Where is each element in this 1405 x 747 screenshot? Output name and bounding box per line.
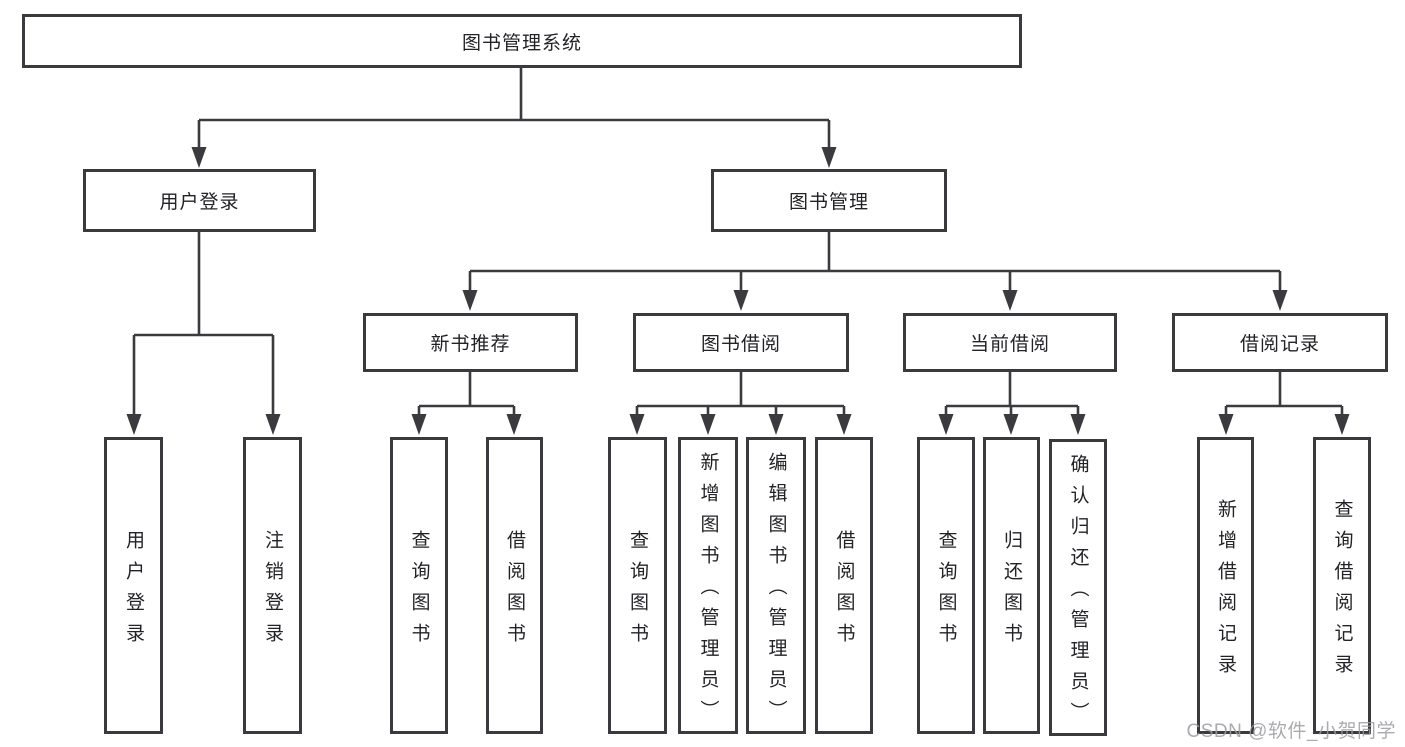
node-label: 图书管理系统 [461, 32, 582, 54]
node-label: 借阅记录 [1239, 334, 1320, 355]
node-label: 新增图书（管理员） [697, 452, 719, 731]
leaf-query-books-borrow: 查询图书 [608, 437, 667, 734]
arrowheads [126, 147, 1350, 435]
node-label: 确认归还（管理员） [1067, 454, 1089, 733]
node-current-borrow: 当前借阅 [903, 313, 1117, 372]
node-label: 图书借阅 [700, 334, 781, 355]
leaf-query-books-recommend: 查询图书 [390, 437, 448, 734]
node-label: 当前借阅 [969, 334, 1050, 355]
node-label: 注销登录 [262, 529, 283, 654]
node-label: 查询图书 [408, 529, 430, 654]
leaf-confirm-return-admin: 确认归还（管理员） [1049, 439, 1107, 736]
node-label: 查询图书 [627, 529, 648, 654]
leaf-query-borrow-record: 查询借阅记录 [1313, 437, 1371, 734]
node-label: 用户登录 [159, 192, 240, 213]
leaf-user-login: 用户登录 [104, 437, 163, 734]
leaf-add-books-admin: 新增图书（管理员） [678, 437, 738, 734]
node-label: 借阅图书 [833, 529, 855, 654]
node-user-login: 用户登录 [83, 169, 316, 232]
node-system-root: 图书管理系统 [22, 14, 1022, 68]
leaf-edit-books-admin: 编辑图书（管理员） [746, 437, 806, 734]
node-label: 借阅图书 [504, 529, 525, 654]
leaf-query-books-current: 查询图书 [917, 437, 975, 734]
node-label: 图书管理 [788, 192, 869, 213]
node-borrow-records: 借阅记录 [1172, 313, 1388, 372]
watermark: CSDN @软件_小贺同学 [1186, 721, 1396, 742]
leaf-add-borrow-record: 新增借阅记录 [1197, 437, 1254, 734]
node-book-borrow: 图书借阅 [633, 313, 849, 372]
node-label: 归还图书 [1001, 529, 1022, 654]
node-label: 新书推荐 [430, 334, 511, 355]
leaf-borrow-books: 借阅图书 [815, 437, 873, 734]
node-label: 查询借阅记录 [1331, 498, 1353, 685]
node-label: 编辑图书（管理员） [765, 452, 787, 731]
leaf-return-books: 归还图书 [983, 437, 1040, 734]
node-book-management: 图书管理 [711, 169, 947, 232]
node-new-book-recommend: 新书推荐 [363, 313, 578, 372]
leaf-borrow-books-recommend: 借阅图书 [486, 437, 543, 734]
node-label: 查询图书 [935, 529, 957, 654]
leaf-logout: 注销登录 [243, 437, 302, 734]
node-label: 新增借阅记录 [1215, 498, 1236, 685]
node-label: 用户登录 [123, 529, 144, 654]
